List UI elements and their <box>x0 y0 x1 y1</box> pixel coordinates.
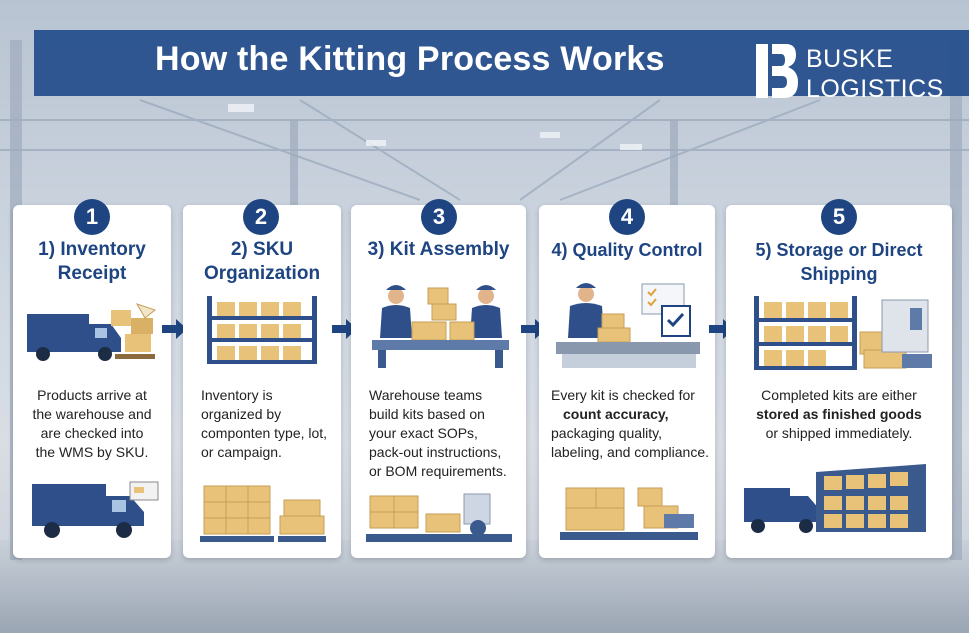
step-desc-2-line: componten type, lot, <box>201 425 328 441</box>
title-banner <box>34 30 969 96</box>
step-desc-3-line: your exact SOPs, <box>369 425 478 441</box>
step-desc-4: Every kit is checked for count accuracy,… <box>539 386 715 462</box>
step-number-5: 5 <box>821 199 857 235</box>
truck-rack-icon <box>744 464 926 533</box>
step-number-4: 4 <box>609 199 645 235</box>
kit-packages-icon <box>366 493 512 542</box>
inspector-checklist-icon <box>556 283 700 368</box>
step-number-1: 1 <box>74 199 110 235</box>
step-desc-5-line: Completed kits are either <box>761 387 917 403</box>
step-desc-4-line-bold: count accuracy, <box>563 406 669 422</box>
step-desc-3-line: build kits based on <box>369 406 485 422</box>
step-title-3-line1: 3) Kit Assembly <box>367 239 510 260</box>
step-title-5-line1: 5) Storage or Direct <box>755 240 923 260</box>
step-number-3: 3 <box>421 199 457 235</box>
logo-line-2: LOGISTICS <box>806 75 944 103</box>
step-title-2-line2: Organization <box>203 263 321 284</box>
step-desc-4-line: labeling, and compliance. <box>551 444 709 460</box>
step-number-2: 2 <box>243 199 279 235</box>
step-desc-3-line: Warehouse teams <box>369 387 483 403</box>
buske-logo-icon <box>756 44 798 98</box>
step-desc-1-line: are checked into <box>40 425 144 441</box>
step-desc-1: Products arrive at the warehouse and are… <box>13 386 171 462</box>
storage-shipping-icon <box>754 296 932 370</box>
step-desc-1-line: the warehouse and <box>32 406 152 422</box>
step-title-5-line2: Shipping <box>800 264 878 284</box>
step-title-1-line1: 1) Inventory <box>38 239 146 260</box>
step-title-4-line1: 4) Quality Control <box>551 240 703 260</box>
step-desc-2: Inventory is organized by componten type… <box>183 386 341 462</box>
qc-boxes-icon <box>560 487 698 540</box>
step-desc-3-line: or BOM requirements. <box>369 463 507 479</box>
step-desc-1-line: Products arrive at <box>37 387 147 403</box>
step-title-1: 1) Inventory Receipt <box>13 238 171 286</box>
logo-line-1: BUSKE <box>806 45 894 73</box>
truck-unloading-boxes-icon <box>27 303 157 361</box>
step-desc-3: Warehouse teams build kits based on your… <box>351 386 526 481</box>
step-title-2-line1: 2) SKU <box>230 239 294 260</box>
delivery-truck-icon <box>32 481 159 538</box>
company-logo-text: BUSKE LOGISTICS <box>806 44 944 104</box>
step-desc-1-line: the WMS by SKU. <box>35 444 149 460</box>
step-desc-2-line: or campaign. <box>201 444 282 460</box>
step-desc-4-line: Every kit is checked for <box>551 387 695 403</box>
step-desc-2-line: Inventory is <box>201 387 273 403</box>
step-desc-2-line: organized by <box>201 406 282 422</box>
step-title-2: 2) SKU Organization <box>183 238 341 286</box>
arrow-right-icon <box>332 319 357 339</box>
step-title-4: 4) Quality Control <box>539 238 715 262</box>
pallet-boxes-icon <box>200 485 326 542</box>
workers-assembly-icon <box>372 285 509 368</box>
step-desc-5-line: or shipped immediately. <box>765 425 913 441</box>
step-desc-5: Completed kits are either stored as fini… <box>726 386 952 443</box>
arrow-right-icon <box>162 319 187 339</box>
step-title-5: 5) Storage or Direct Shipping <box>726 238 952 286</box>
shelving-rack-icon <box>207 296 317 364</box>
step-desc-4-line: packaging quality, <box>551 425 663 441</box>
step-desc-3-line: pack-out instructions, <box>369 444 502 460</box>
step-desc-5-line-bold: stored as finished goods <box>756 406 922 422</box>
page-title: How the Kitting Process Works <box>155 40 665 78</box>
step-title-1-line2: Receipt <box>57 263 127 284</box>
step-title-3: 3) Kit Assembly <box>351 238 526 262</box>
